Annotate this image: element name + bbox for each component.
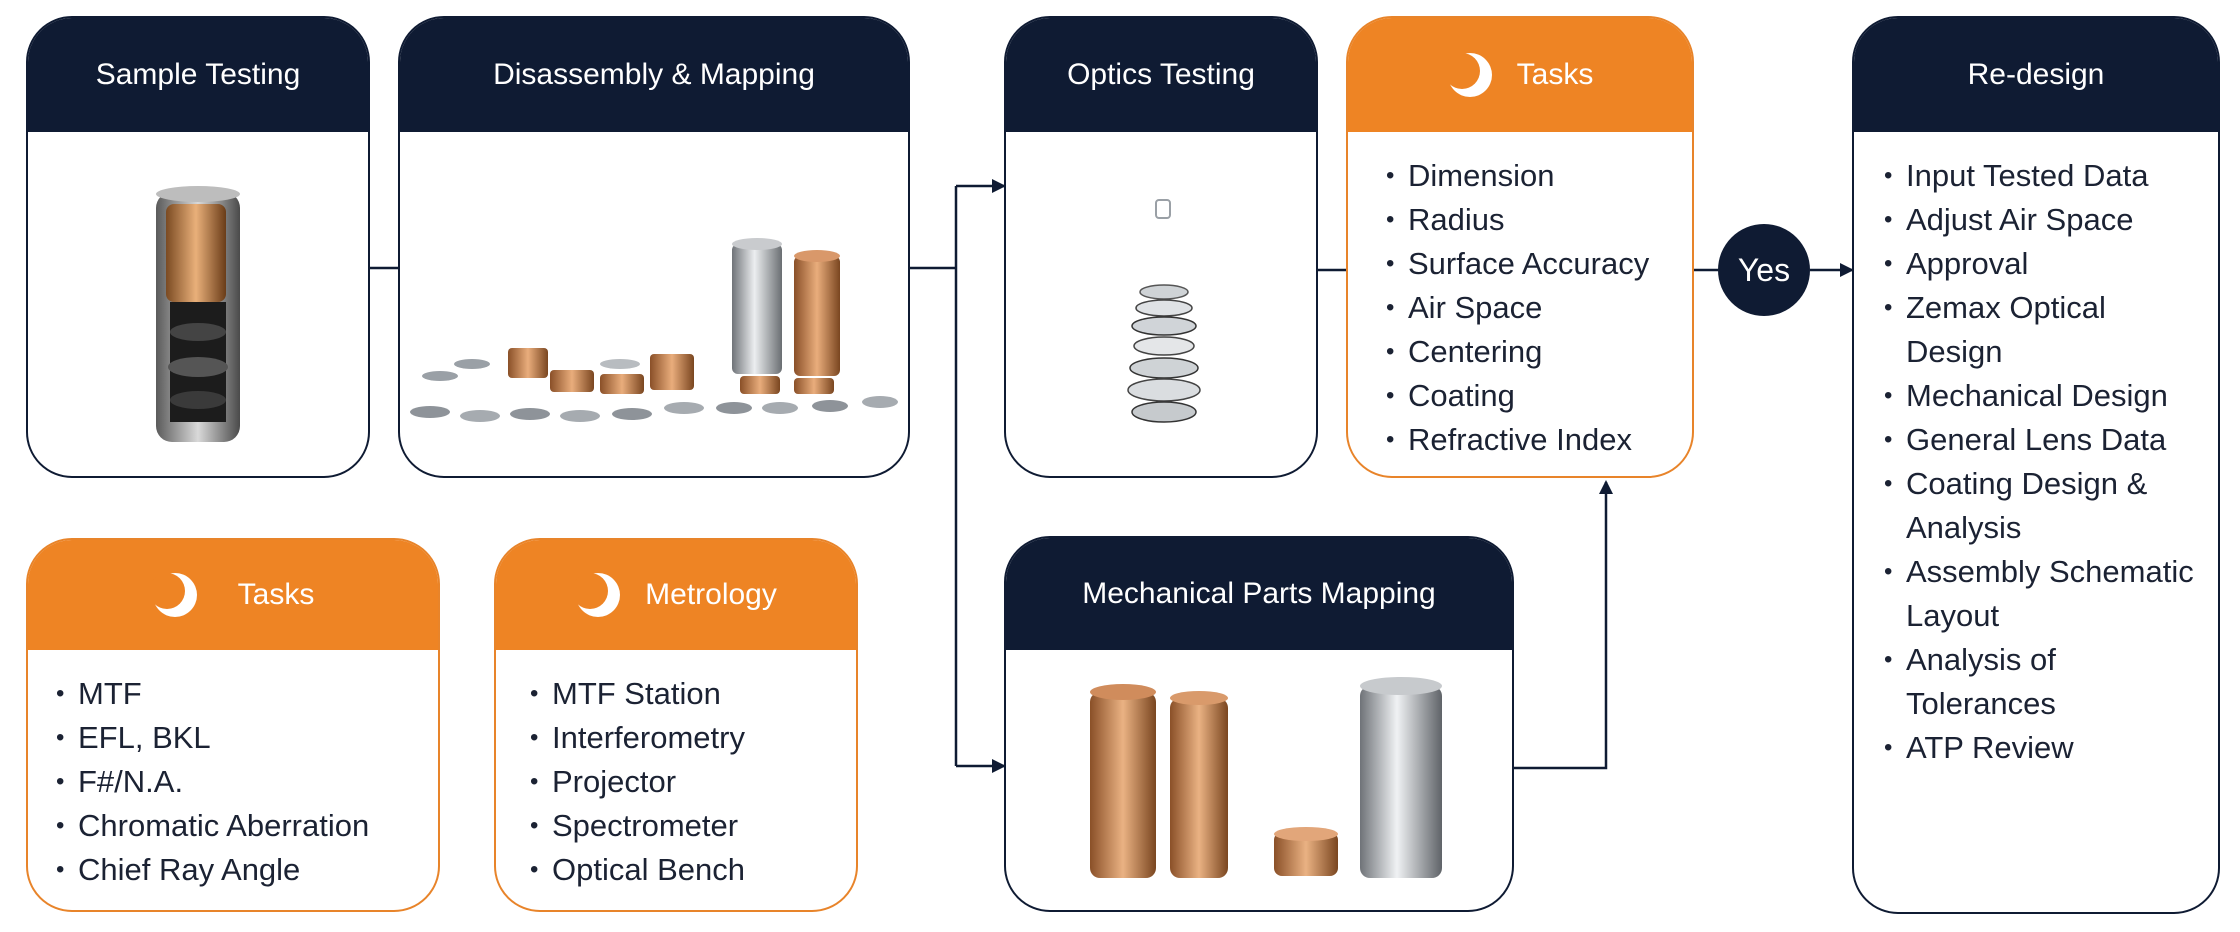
- list-item: Input Tested Data: [1884, 154, 2198, 198]
- list-item: Assembly Schematic Layout: [1884, 550, 2198, 638]
- list-item: MTF: [56, 672, 438, 716]
- mechanical-parts-mapping-card: Mechanical Parts Mapping: [1004, 536, 1514, 912]
- list-item: Projector: [530, 760, 856, 804]
- disassembled-parts-image: [410, 238, 898, 422]
- half-moon-logo-icon: [151, 573, 197, 617]
- list-item: Mechanical Design: [1884, 374, 2198, 418]
- list-item: General Lens Data: [1884, 418, 2198, 462]
- lens-elements-stack-image: [1127, 199, 1201, 423]
- list-item: Optical Bench: [530, 848, 856, 892]
- lens-assembly-cutaway-image: [156, 186, 240, 442]
- optics-tasks-title: Tasks: [1516, 58, 1594, 91]
- list-item: MTF Station: [530, 672, 856, 716]
- list-item: Analysis of Tolerances: [1884, 638, 2198, 726]
- sample-testing-card: Sample Testing: [26, 16, 370, 478]
- list-item: Interferometry: [530, 716, 856, 760]
- list-item: Coating Design & Analysis: [1884, 462, 2198, 550]
- list-item: Spectrometer: [530, 804, 856, 848]
- list-item: Dimension: [1386, 154, 1692, 198]
- optics-tasks-card: Tasks Dimension Radius Surface Accuracy …: [1346, 16, 1694, 478]
- mechanical-parts-mapping-title: Mechanical Parts Mapping: [1006, 538, 1512, 650]
- list-item: Surface Accuracy: [1386, 242, 1692, 286]
- arrow-mechanical-to-tasks: [1514, 480, 1613, 770]
- list-item: Refractive Index: [1386, 418, 1692, 462]
- list-item: F#/N.A.: [56, 760, 438, 804]
- metrology-card: Metrology MTF Station Interferometry Pro…: [494, 538, 858, 912]
- list-item: Coating: [1386, 374, 1692, 418]
- mechanical-parts-image: [1090, 677, 1442, 878]
- half-moon-logo-icon: [1446, 53, 1492, 97]
- half-moon-logo-icon: [575, 573, 621, 617]
- redesign-title: Re-design: [1854, 18, 2218, 132]
- list-item: ATP Review: [1884, 726, 2198, 770]
- redesign-card: Re-design Input Tested Data Adjust Air S…: [1852, 16, 2220, 914]
- list-item: Chromatic Aberration: [56, 804, 438, 848]
- list-item: Zemax Optical Design: [1884, 286, 2198, 374]
- list-item: Radius: [1386, 198, 1692, 242]
- list-item: EFL, BKL: [56, 716, 438, 760]
- sample-tasks-title: Tasks: [237, 578, 315, 611]
- list-item: Chief Ray Angle: [56, 848, 438, 892]
- list-item: Adjust Air Space: [1884, 198, 2198, 242]
- optics-testing-card: Optics Testing: [1004, 16, 1318, 478]
- list-item: Centering: [1386, 330, 1692, 374]
- optics-testing-title: Optics Testing: [1006, 18, 1316, 132]
- list-item: Approval: [1884, 242, 2198, 286]
- sample-testing-title: Sample Testing: [28, 18, 368, 132]
- yes-decision-node: Yes: [1718, 224, 1810, 316]
- disassembly-mapping-title: Disassembly & Mapping: [400, 18, 908, 132]
- disassembly-mapping-card: Disassembly & Mapping: [398, 16, 910, 478]
- list-item: Air Space: [1386, 286, 1692, 330]
- metrology-title: Metrology: [645, 578, 777, 611]
- sample-tasks-card: Tasks MTF EFL, BKL F#/N.A. Chromatic Abe…: [26, 538, 440, 912]
